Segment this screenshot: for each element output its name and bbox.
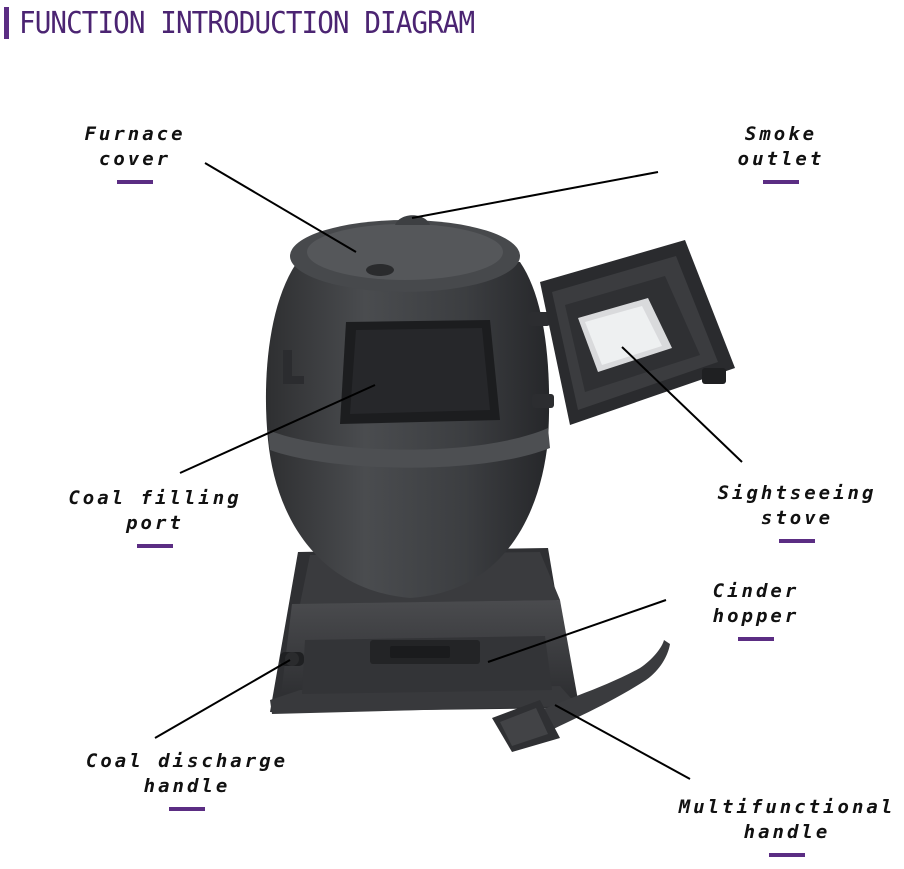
leader-smoke-outlet xyxy=(411,171,659,219)
label-cinder-hopper-line2: hopper xyxy=(712,605,800,627)
multifunctional-handle-tool xyxy=(492,640,670,752)
label-smoke-outlet-line2: outlet xyxy=(737,148,825,170)
label-coal-filling-port-line2: port xyxy=(126,512,184,534)
diagram-title: FUNCTION INTRODUCTION DIAGRAM xyxy=(19,5,475,41)
leader-multifunctional-handle xyxy=(554,704,691,780)
label-sightseeing-stove: Sightseeing stove xyxy=(697,481,897,543)
label-smoke-outlet-line1: Smoke xyxy=(744,123,818,145)
label-cinder-hopper: Cinder hopper xyxy=(700,579,812,641)
label-accent-dash xyxy=(137,544,173,548)
title-block: FUNCTION INTRODUCTION DIAGRAM xyxy=(4,5,514,41)
label-accent-dash xyxy=(169,807,205,811)
label-furnace-cover-line1: Furnace xyxy=(84,123,186,145)
leader-cinder-hopper xyxy=(487,599,667,663)
label-coal-discharge-handle-line1: Coal discharge xyxy=(85,750,289,772)
stove-body xyxy=(265,215,550,598)
cinder-hopper-drawer xyxy=(302,636,552,694)
label-accent-dash xyxy=(738,637,774,641)
label-accent-dash xyxy=(779,539,815,543)
label-coal-discharge-handle: Coal discharge handle xyxy=(72,749,302,811)
label-multifunctional-handle-line1: Multifunctional xyxy=(678,796,896,818)
door-hinges xyxy=(528,312,554,408)
leader-lines xyxy=(154,162,743,780)
label-accent-dash xyxy=(769,853,805,857)
label-cinder-hopper-line1: Cinder xyxy=(712,580,800,602)
label-sightseeing-stove-line2: stove xyxy=(760,507,834,529)
label-coal-filling-port: Coal filling port xyxy=(50,486,260,548)
leader-coal-discharge-handle xyxy=(154,659,291,739)
label-coal-discharge-handle-line2: handle xyxy=(143,775,231,797)
label-furnace-cover-line2: cover xyxy=(98,148,172,170)
label-accent-dash xyxy=(763,180,799,184)
title-accent-bar xyxy=(4,7,9,39)
label-coal-filling-port-line1: Coal filling xyxy=(68,487,242,509)
label-furnace-cover: Furnace cover xyxy=(75,122,195,184)
label-multifunctional-handle-line2: handle xyxy=(743,821,831,843)
leader-furnace-cover xyxy=(204,162,357,253)
label-accent-dash xyxy=(117,180,153,184)
leader-coal-filling-port xyxy=(179,384,376,474)
leader-sightseeing-stove xyxy=(621,346,743,463)
label-smoke-outlet: Smoke outlet xyxy=(726,122,836,184)
label-sightseeing-stove-line1: Sightseeing xyxy=(717,482,877,504)
label-multifunctional-handle: Multifunctional handle xyxy=(672,795,902,857)
sightseeing-door xyxy=(540,240,735,425)
